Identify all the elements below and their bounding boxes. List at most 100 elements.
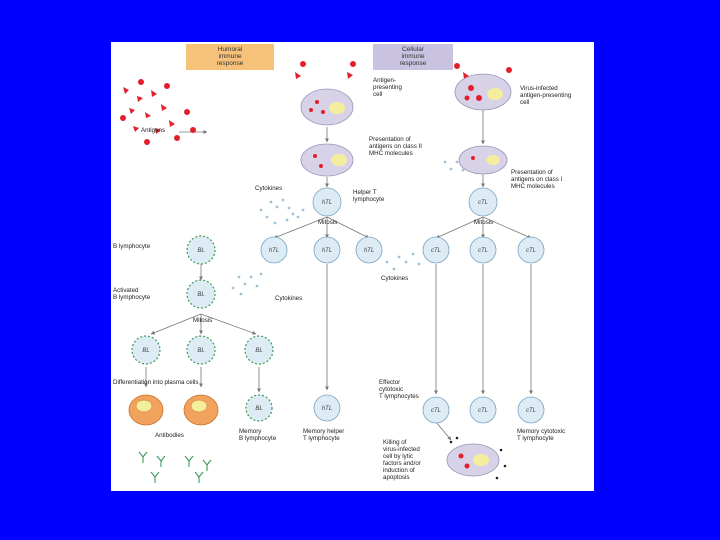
flow-arrows (144, 110, 533, 441)
cytotoxic-t-progeny-3-code: cTL (526, 248, 536, 254)
label-effector-3: T lymphocytes (379, 393, 419, 400)
cytotoxic-t-progeny-2-code: cTL (478, 248, 488, 254)
label-helper-t-2: lymphocyte (353, 196, 385, 203)
label-cytokines-lower: Cytokines (275, 295, 302, 302)
label-class-ii-3: MHC molecules (369, 150, 413, 157)
label-class-i-3: MHC molecules (511, 183, 555, 190)
label-activated-b-1: Activated (113, 287, 139, 294)
helper-t-progeny: hTL hTL hTL (260, 236, 383, 264)
label-effector-1: Effector (379, 379, 400, 386)
cytotoxic-t-progeny-2: cTL (469, 236, 497, 264)
presentation-class-i-cell (458, 145, 508, 175)
b-progeny-1-code: BL (142, 348, 149, 354)
b-lymphocyte: BL (186, 235, 216, 265)
cellular-header: Cellular immune response (373, 44, 453, 70)
label-memory-helper-1: Memory helper (303, 428, 344, 435)
plasma-cell-1 (128, 394, 164, 426)
cytokine-dots (231, 160, 465, 296)
label-virus-apc-2: antigen-presenting (520, 92, 572, 99)
label-killing-5: induction of (383, 467, 415, 474)
b-progeny: BL BL BL (131, 335, 274, 365)
slide: Humoral immune response Cellular immune … (111, 42, 594, 491)
label-cytokines-top: Cytokines (255, 185, 282, 192)
helper-t-progeny-3: hTL (355, 236, 383, 264)
b-lymphocyte-code: BL (197, 248, 204, 254)
humoral-header-line1: Humoral (218, 46, 243, 53)
helper-t-progeny-1: hTL (260, 236, 288, 264)
cytotoxic-t-progeny-1: cTL (422, 236, 450, 264)
arrow-to-killing (435, 421, 452, 441)
activated-b-lymphocyte: BL (186, 279, 216, 309)
helper-t-cell: hTL (312, 187, 342, 217)
arrow-mitosis-4 (435, 216, 484, 239)
label-virus-apc-3: cell (520, 99, 529, 106)
b-progeny-3-code: BL (255, 348, 262, 354)
label-memory-helper-2: T lymphocyte (303, 435, 340, 442)
cellular-header-line1: Cellular (402, 46, 425, 53)
arrow-mitosis-3 (326, 216, 370, 239)
arrow-mitosis-6 (482, 216, 532, 239)
memory-b-cell: BL (245, 394, 273, 422)
b-progeny-2-code: BL (197, 348, 204, 354)
label-apc-2: presenting (373, 84, 402, 91)
label-effector-2: cytotoxic (379, 386, 403, 393)
effector-ctl-2-code: cTL (478, 408, 488, 414)
infected-target-cell (446, 436, 507, 480)
label-memory-b-1: Memory (239, 428, 262, 435)
cellular-header-line3: response (400, 60, 427, 67)
label-killing-4: factors and/or (383, 460, 421, 467)
label-killing-2: virus-infected (383, 446, 420, 453)
arrow-b-mitosis-3 (200, 313, 257, 335)
helper-t-progeny-2-code: hTL (322, 248, 332, 254)
label-activated-b-2: B lymphocyte (113, 294, 151, 301)
label-class-ii-1: Presentation of (369, 136, 411, 143)
label-virus-apc-1: Virus-infected (520, 85, 558, 92)
effector-ctl-2: cTL (469, 396, 497, 424)
humoral-header: Humoral immune response (186, 44, 274, 70)
helper-t-code: hTL (322, 200, 332, 206)
cellular-header-line2: immune (401, 53, 425, 60)
b-progeny-2: BL (186, 335, 216, 365)
b-progeny-3: BL (244, 335, 274, 365)
label-helper-t-1: Helper T (353, 189, 377, 196)
label-apc-3: cell (373, 91, 382, 98)
diagram-labels: Antigens Antigen- presenting cell Virus-… (113, 77, 572, 481)
helper-t-progeny-3-code: hTL (364, 248, 374, 254)
label-differentiation: Differentiation into plasma cells (113, 379, 199, 386)
label-killing-6: apoptosis (383, 474, 410, 481)
effector-ctl-1: cTL (422, 396, 450, 424)
label-class-i-2: antigens on class I (511, 176, 563, 183)
cytotoxic-t-progeny: cTL cTL cTL (422, 236, 545, 264)
activated-b-code: BL (197, 292, 204, 298)
label-class-i-1: Presentation of (511, 169, 553, 176)
label-apc-1: Antigen- (373, 77, 396, 84)
cytotoxic-t-cell-top: cTL (468, 187, 498, 217)
cytotoxic-t-progeny-1-code: cTL (431, 248, 441, 254)
label-class-ii-2: antigens on class II (369, 143, 422, 150)
label-memory-cytotoxic-2: T lymphocyte (517, 435, 554, 442)
label-killing-1: Killing of (383, 439, 407, 446)
helper-t-progeny-1-code: hTL (269, 248, 279, 254)
label-cytokines-mid: Cytokines (381, 275, 408, 282)
antigen-presenting-cell (300, 88, 354, 126)
label-antigens: Antigens (141, 127, 165, 134)
label-memory-b-2: B lymphocyte (239, 435, 277, 442)
immune-response-diagram: Humoral immune response Cellular immune … (113, 44, 572, 483)
b-progeny-1: BL (131, 335, 161, 365)
antibody-icons (138, 451, 212, 483)
presentation-class-ii-cell (300, 143, 354, 177)
helper-t-progeny-2: hTL (313, 236, 341, 264)
effector-ctl-1-code: cTL (431, 408, 441, 414)
virus-infected-apc (454, 73, 512, 111)
label-mitosis-left: Mitosis (193, 317, 212, 324)
cytotoxic-t-progeny-3: cTL (517, 236, 545, 264)
memory-cytotoxic-code: cTL (526, 408, 536, 414)
antigen-particles (120, 61, 512, 145)
plasma-cell-2 (183, 394, 219, 426)
memory-helper-t-cell: hTL (313, 394, 341, 422)
arrow-b-mitosis-1 (150, 313, 202, 335)
memory-b-code: BL (255, 406, 262, 412)
label-mitosis-right: Mitosis (474, 219, 493, 226)
label-memory-cytotoxic-1: Memory cytotoxic (517, 428, 565, 435)
memory-cytotoxic-t-cell: cTL (517, 396, 545, 424)
